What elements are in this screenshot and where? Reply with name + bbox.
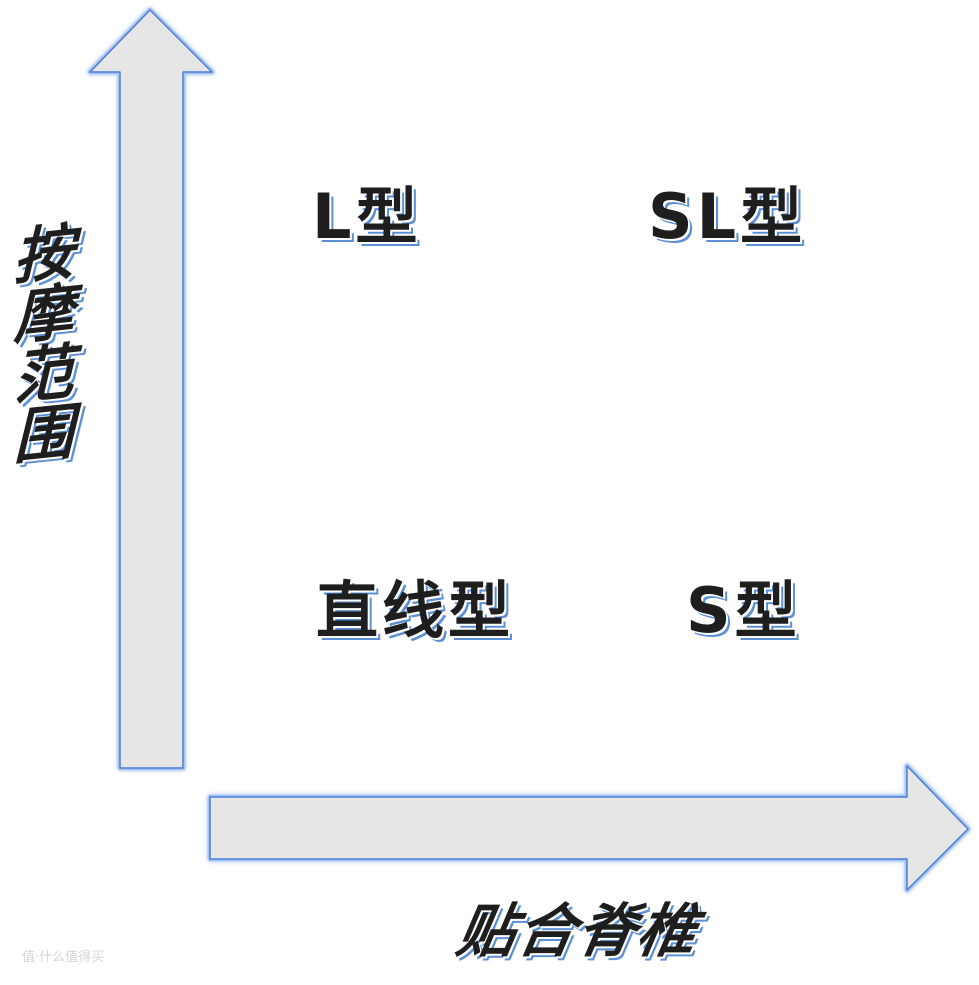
y-axis-label: 按摩范围 bbox=[3, 219, 73, 467]
quadrant-top-left-label: L型 bbox=[312, 180, 422, 253]
quadrant-bottom-right-label: S型 bbox=[686, 574, 801, 647]
quadrant-top-right-label: SL型 bbox=[648, 180, 807, 253]
x-axis-label: 贴合脊椎 bbox=[452, 897, 705, 965]
quadrant-bottom-left-label: 直线型 bbox=[316, 574, 515, 647]
watermark: 值·什么值得买 bbox=[22, 950, 105, 965]
